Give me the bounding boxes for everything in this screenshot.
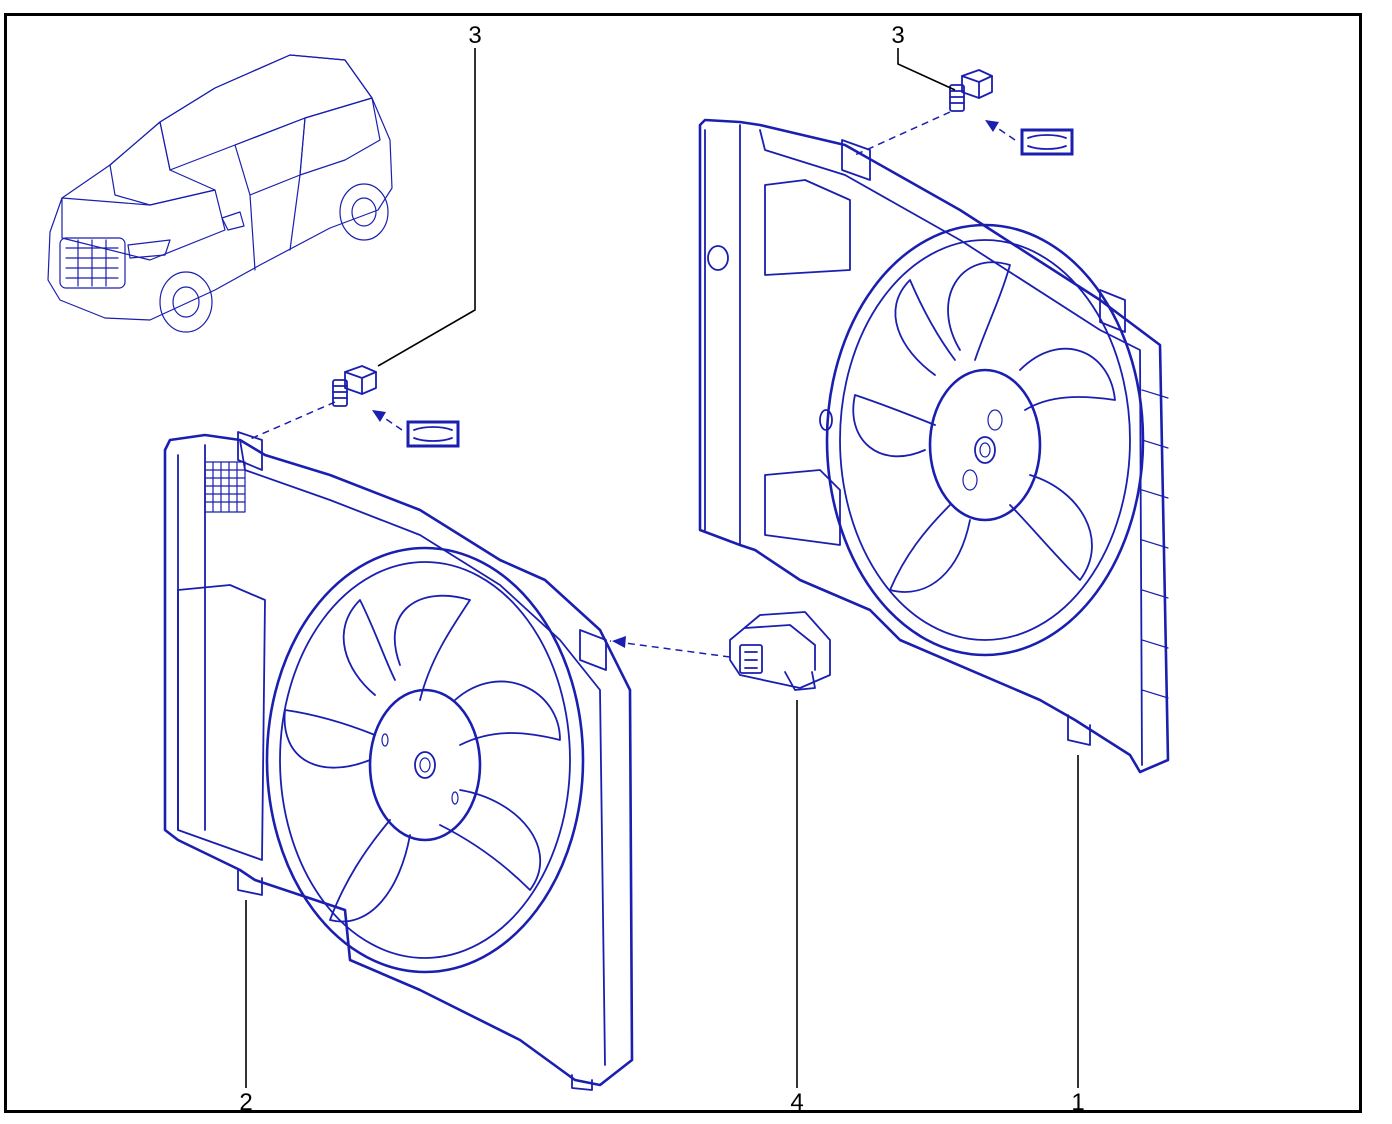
- assembly-line: [609, 640, 731, 658]
- callout-connector: 4: [790, 1089, 803, 1116]
- callout-bolt-right: 3: [891, 22, 904, 49]
- fan-assembly-left: [163, 431, 634, 1091]
- bolt-left: [332, 365, 377, 407]
- callout-bolt-left: 3: [468, 22, 481, 49]
- torque-spec-icon: [406, 420, 460, 448]
- leader-3-left: [377, 48, 476, 367]
- assembly-line: [247, 401, 336, 441]
- vent-mesh: [204, 461, 246, 513]
- assembly-line: [992, 124, 1016, 141]
- arrow-icon: [372, 120, 999, 648]
- leader-lines: [245, 48, 1079, 1088]
- callout-fan-assembly-right: 1: [1071, 1089, 1084, 1116]
- bolt-right: [949, 69, 993, 112]
- callout-fan-assembly-left: 2: [239, 1089, 252, 1116]
- assembly-line: [854, 111, 951, 156]
- fan-assembly-right: [698, 118, 1170, 774]
- diagram-frame: [4, 13, 1362, 1113]
- vehicle-locator-icon: [47, 54, 393, 333]
- assembly-line: [379, 414, 403, 431]
- leader-3-right: [897, 48, 956, 91]
- connector: [729, 611, 831, 691]
- torque-spec-icon: [1020, 128, 1074, 156]
